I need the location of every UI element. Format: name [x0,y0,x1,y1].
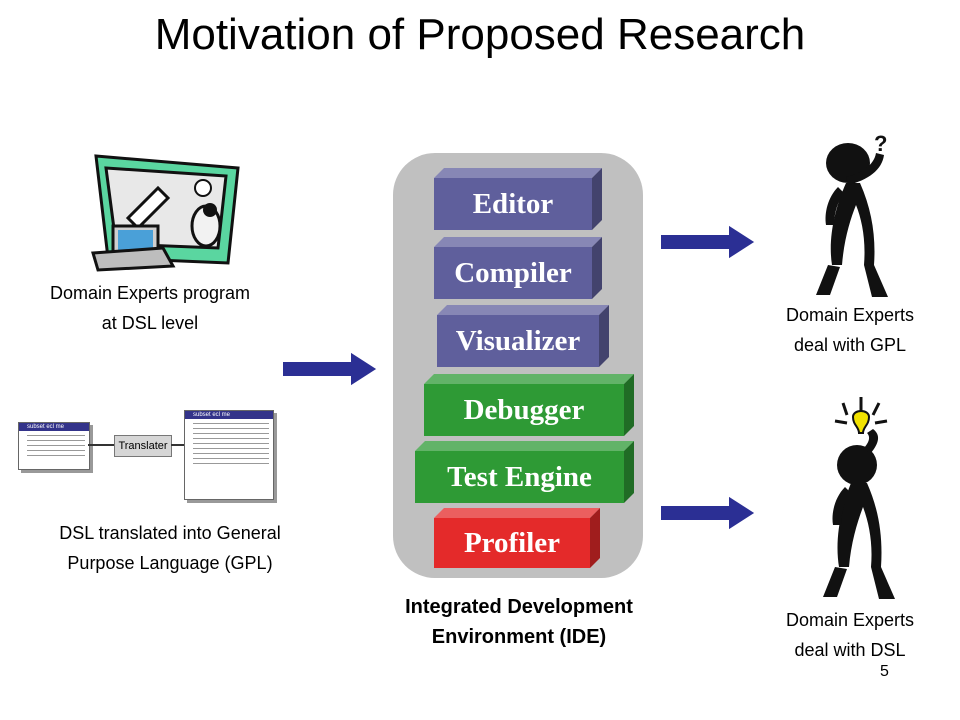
caption-line: DSL translated into General [59,523,281,543]
svg-text:?: ? [874,131,887,156]
confused-person-icon: ? [816,131,888,297]
caption-dsl: Domain Experts deal with DSL [740,605,960,665]
tool-label: Compiler [434,247,592,299]
caption-line: Domain Experts [785,305,915,325]
arrow-right-icon [660,222,758,262]
slide-title: Motivation of Proposed Research [154,10,806,59]
caption-dsl-translated: DSL translated into General Purpose Lang… [0,518,340,578]
caption-gpl: Domain Experts deal with GPL [740,300,960,360]
window-titlebar: subset ecl me [185,411,273,419]
tool-compiler: Compiler [434,237,602,299]
translate-arrow-in [88,444,114,446]
tool-visualizer: Visualizer [437,305,609,367]
caption-dsl-level: Domain Experts program at DSL level [0,278,300,338]
arrow-right-icon [282,349,380,389]
page-number: 5 [880,663,889,680]
tool-test-engine: Test Engine [415,441,634,503]
tool-debugger: Debugger [424,374,634,436]
computer-clipart-icon [91,154,240,272]
dsl-window: subset ecl me [18,422,90,470]
caption-line: Domain Experts program [49,283,251,303]
idea-person-icon [823,397,895,599]
caption-line: Domain Experts [785,610,915,630]
window-titlebar: subset ecl me [19,423,89,431]
translater-box: Translater [114,435,172,457]
caption-line: deal with GPL [793,335,907,355]
tool-label: Visualizer [437,315,599,367]
tool-label: Editor [434,178,592,230]
caption-line: Purpose Language (GPL) [67,553,273,573]
tool-profiler: Profiler [434,508,600,568]
ide-label: Integrated Development Environment (IDE) [350,592,688,652]
tool-label: Test Engine [415,451,624,503]
arrow-right-icon [660,493,758,533]
ide-label-line: Environment (IDE) [431,626,607,648]
tool-label: Debugger [424,384,624,436]
caption-line: at DSL level [101,313,199,333]
ide-label-line: Integrated Development [405,596,633,618]
tool-editor: Editor [434,168,602,230]
caption-line: deal with DSL [794,640,906,660]
translate-arrow-out [171,444,185,446]
tool-label: Profiler [434,518,590,568]
gpl-window: subset ecl me [184,410,274,500]
